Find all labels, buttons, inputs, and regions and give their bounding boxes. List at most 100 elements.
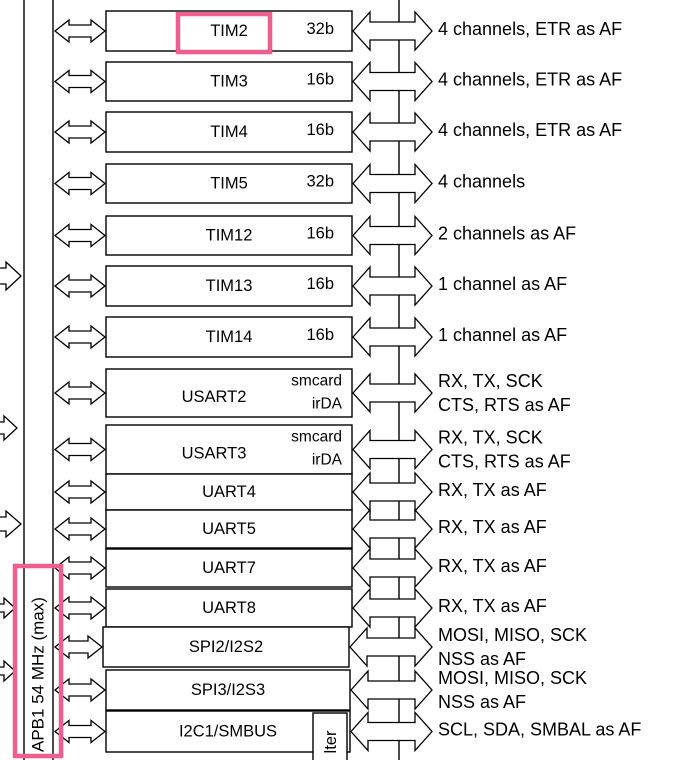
bus-link-arrow [53, 479, 107, 505]
left-edge-arrows [0, 260, 22, 683]
bus-link-arrow [53, 555, 107, 581]
io-description: NSS as AF [438, 649, 526, 669]
peripheral-name: TIM13 [206, 277, 253, 295]
io-link-arrow [352, 372, 433, 414]
filter-box [312, 712, 348, 760]
peripheral-row-tim2: TIM2 32b 4 channels, ETR as AF [53, 10, 622, 52]
left-edge-arrow [0, 659, 16, 683]
bus-link-arrow [53, 634, 104, 660]
peripheral-row-spi2-i2s2: SPI2/I2S2 MOSI, MISO, SCK NSS as AF [53, 625, 587, 669]
apb1-bus-label: APB1 54 MHz (max) [29, 597, 48, 752]
io-description: NSS as AF [438, 692, 526, 712]
peripheral-rows: TIM2 32b 4 channels, ETR as AF TIM3 16b 4 cha… [53, 10, 641, 753]
io-link-arrow [352, 162, 433, 205]
peripheral-block [105, 111, 353, 153]
peripheral-row-uart5: UART5 RX, TX as AF [53, 508, 547, 550]
bus-link-arrow [53, 69, 107, 94]
io-description: 1 channel as AF [438, 274, 567, 294]
peripheral-block [105, 215, 353, 256]
peripheral-name: TIM14 [206, 328, 253, 346]
io-description: RX, TX as AF [438, 517, 547, 537]
io-link-arrow [352, 471, 433, 513]
peripheral-block [105, 710, 351, 753]
io-description: 4 channels [438, 172, 525, 192]
io-description: 4 channels, ETR as AF [438, 120, 622, 140]
io-link-arrow [352, 214, 433, 257]
bus-link-arrow [53, 380, 107, 406]
tim2-highlight [175, 11, 273, 55]
peripheral-row-uart7: UART7 RX, TX as AF [53, 547, 547, 589]
peripheral-block [105, 316, 353, 358]
bit-width-label: 32b [306, 173, 334, 191]
io-link-arrow [350, 710, 433, 753]
peripheral-name: UART8 [202, 599, 256, 617]
peripheral-name: SPI2/I2S2 [189, 638, 263, 656]
io-description: 4 channels, ETR as AF [438, 19, 622, 39]
left-edge-arrow [0, 596, 16, 620]
feature-label: irDA [312, 396, 343, 413]
bus-link-arrow [53, 719, 107, 744]
peripheral-block [105, 588, 353, 628]
left-edge-arrow [0, 414, 18, 442]
peripheral-block [105, 61, 353, 102]
io-description: RX, TX, SCK [438, 371, 543, 391]
io-description: RX, TX as AF [438, 556, 547, 576]
peripheral-name: UART7 [202, 559, 256, 577]
bit-width-label: 16b [306, 225, 334, 243]
io-link-arrow [352, 10, 433, 52]
peripheral-block [105, 163, 353, 204]
peripheral-name: TIM5 [210, 175, 248, 193]
bit-width-label: 16b [306, 275, 334, 293]
peripheral-block [102, 626, 350, 668]
bus-link-arrow [53, 223, 107, 248]
peripheral-block [105, 368, 353, 418]
bus-link-arrow [53, 119, 107, 145]
io-description: 1 channel as AF [438, 325, 567, 345]
peripheral-name: UART4 [202, 483, 256, 501]
io-description: MOSI, MISO, SCK [438, 625, 587, 645]
peripheral-name: USART3 [182, 445, 247, 463]
io-link-arrow [352, 587, 433, 629]
peripheral-name: USART2 [182, 388, 247, 406]
io-link-arrow [352, 547, 433, 589]
peripheral-block [105, 424, 353, 475]
feature-label: smcard [291, 373, 342, 390]
left-edge-arrow [0, 509, 22, 539]
io-link-arrow [352, 111, 433, 153]
io-description: CTS, RTS as AF [438, 452, 571, 472]
peripheral-block [105, 10, 353, 52]
io-description: MOSI, MISO, SCK [438, 668, 587, 688]
io-link-arrow [352, 428, 433, 471]
bit-width-label: 32b [306, 20, 334, 38]
bus-link-arrow [53, 595, 107, 621]
bus-link-arrow [53, 171, 107, 196]
bus-link-arrow [53, 324, 107, 350]
io-description: 4 channels, ETR as AF [438, 70, 622, 90]
io-link-arrow [352, 265, 433, 307]
peripheral-name: I2C1/SMBUS [179, 723, 277, 741]
io-description: RX, TX as AF [438, 596, 547, 616]
bus-link-arrow [53, 516, 107, 542]
peripheral-row-tim5: TIM5 32b 4 channels [53, 162, 525, 205]
bus-link-arrow [53, 273, 107, 299]
peripheral-name: UART5 [202, 520, 256, 538]
peripheral-name: TIM3 [210, 73, 248, 91]
io-description: CTS, RTS as AF [438, 395, 571, 415]
peripheral-block [105, 509, 353, 549]
peripheral-block [105, 473, 353, 511]
peripheral-row-uart8: UART8 RX, TX as AF [53, 587, 547, 629]
bus-link-arrow [53, 437, 107, 462]
peripheral-name: TIM2 [210, 22, 248, 40]
left-edge-arrow [0, 260, 22, 292]
bit-width-label: 16b [306, 121, 334, 139]
peripheral-block [105, 548, 353, 588]
filter-label: lter [322, 730, 340, 753]
peripheral-name: TIM12 [206, 227, 253, 245]
